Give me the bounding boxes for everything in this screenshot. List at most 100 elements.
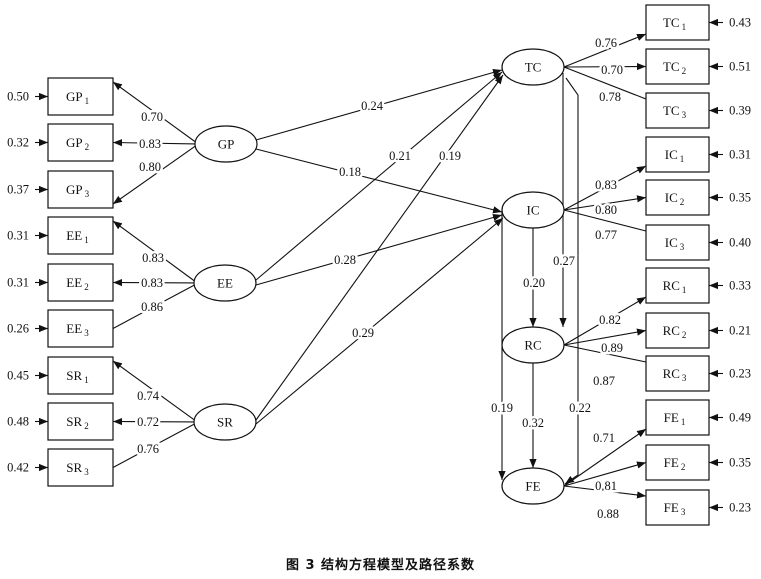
path-gp-tc-arrow: [255, 69, 503, 141]
path-sr-ic-coef: 0.29: [352, 326, 374, 340]
error-value-gp2: 0.32: [7, 136, 29, 150]
indicator-box-ic1: [645, 136, 710, 173]
latent-label-rc: RC: [524, 338, 541, 353]
latent-tc: [501, 48, 565, 86]
figure-caption: 图 3 结构方程模型及路径系数: [285, 558, 476, 573]
path-tc-fe-arrow: [564, 77, 579, 485]
path-sr-ic-arrow: [255, 217, 504, 425]
error-value-gp3: 0.37: [7, 183, 29, 197]
latent-ic: [501, 191, 565, 229]
path-ic-fe-coef: 0.19: [491, 401, 513, 415]
error-value-sr2: 0.48: [7, 415, 29, 429]
loading-value-sr2: 0.72: [137, 415, 159, 429]
loading-value-ee1: 0.83: [142, 251, 164, 265]
loading-value-rc3: 0.87: [593, 374, 615, 388]
loading-value-ic3: 0.77: [595, 228, 617, 242]
loading-arrow-sr1: [112, 360, 195, 421]
loading-value-fe3: 0.88: [597, 507, 619, 521]
error-value-ee2: 0.31: [7, 276, 29, 290]
latent-label-tc: TC: [525, 60, 542, 75]
loading-arrow-ee3: [112, 284, 195, 329]
path-sr-tc-coef: 0.19: [439, 149, 461, 163]
path-sr-tc-arrow: [255, 74, 504, 421]
indicator-box-tc1: [645, 4, 710, 41]
path-tc-fe-coef: 0.22: [569, 401, 591, 415]
latent-label-sr: SR: [217, 415, 233, 430]
indicator-box-fe1: [645, 399, 710, 436]
loading-value-ee2: 0.83: [141, 276, 163, 290]
path-gp-ic-coef: 0.18: [339, 165, 361, 179]
loading-arrow-ee1: [112, 220, 195, 282]
indicator-box-rc2: [645, 312, 710, 349]
indicator-box-fe2: [645, 444, 710, 481]
latent-fe: [501, 467, 565, 505]
loading-arrow-gp3: [112, 145, 196, 205]
path-gp-tc-coef: 0.24: [361, 99, 384, 113]
indicator-box-rc1: [645, 267, 710, 304]
indicator-box-fe3: [645, 489, 710, 526]
loading-value-gp2: 0.83: [139, 137, 161, 151]
indicator-box-sr2: [47, 402, 114, 441]
error-value-fe2: 0.35: [729, 456, 751, 470]
loading-arrow-tc2: [563, 62, 647, 71]
error-value-ee3: 0.26: [7, 322, 29, 336]
indicator-box-ic2: [645, 179, 710, 216]
path-ee-tc-arrow: [255, 71, 503, 281]
latent-label-gp: GP: [218, 137, 235, 152]
loading-arrow-gp1: [112, 81, 196, 143]
loading-value-sr1: 0.74: [137, 389, 160, 403]
error-value-tc1: 0.43: [729, 16, 751, 30]
loading-value-rc1: 0.82: [599, 313, 621, 327]
loading-value-sr3: 0.76: [137, 442, 159, 456]
latent-rc: [501, 326, 565, 364]
latent-label-ee: EE: [217, 276, 233, 291]
error-value-fe3: 0.23: [729, 501, 751, 515]
indicator-box-ee2: [47, 263, 114, 302]
indicator-box-ee3: [47, 309, 114, 348]
indicator-box-tc3: [645, 92, 710, 129]
path-gp-ic-arrow: [255, 148, 503, 214]
loading-arrow-fe2: [563, 461, 647, 487]
loading-value-ic1: 0.83: [595, 178, 617, 192]
loading-arrow-sr3: [112, 423, 195, 468]
loading-value-fe2: 0.81: [595, 479, 617, 493]
indicator-box-tc2: [645, 48, 710, 85]
error-value-fe1: 0.49: [729, 411, 751, 425]
latent-ee: [193, 264, 257, 302]
loading-value-tc1: 0.76: [595, 36, 617, 50]
loading-arrow-tc3: [563, 66, 647, 100]
error-value-tc3: 0.39: [729, 104, 751, 118]
indicator-box-ee1: [47, 216, 114, 255]
latent-gp: [194, 125, 258, 163]
error-value-ic1: 0.31: [729, 148, 751, 162]
latent-label-ic: IC: [527, 203, 540, 218]
error-value-sr3: 0.42: [7, 461, 29, 475]
indicator-box-gp2: [47, 123, 114, 162]
loading-value-ee3: 0.86: [141, 300, 163, 314]
loading-value-fe1: 0.71: [593, 431, 615, 445]
indicator-box-rc3: [645, 355, 710, 392]
indicator-box-sr3: [47, 448, 114, 487]
loading-value-tc3: 0.78: [599, 90, 621, 104]
loading-arrow-fe1: [563, 428, 647, 487]
latent-sr: [193, 403, 257, 441]
error-value-gp1: 0.50: [7, 90, 29, 104]
error-value-rc1: 0.33: [729, 279, 751, 293]
path-tc-rc-coef: 0.27: [553, 254, 575, 268]
path-ee-ic-arrow: [255, 214, 503, 286]
error-value-ic2: 0.35: [729, 191, 751, 205]
error-value-ee1: 0.31: [7, 229, 29, 243]
error-value-sr1: 0.45: [7, 369, 29, 383]
error-value-ic3: 0.40: [729, 236, 751, 250]
loading-value-rc2: 0.89: [601, 341, 623, 355]
path-ee-ic-coef: 0.28: [334, 253, 356, 267]
loading-value-ic2: 0.80: [595, 203, 617, 217]
path-ee-tc-coef: 0.21: [389, 149, 411, 163]
error-value-tc2: 0.51: [729, 60, 751, 74]
loading-arrow-gp2: [112, 139, 196, 147]
path-rc-fe-coef: 0.32: [522, 416, 544, 430]
loading-arrow-tc1: [563, 33, 647, 68]
path-ic-rc-coef: 0.20: [523, 276, 545, 290]
indicator-box-sr1: [47, 356, 114, 395]
